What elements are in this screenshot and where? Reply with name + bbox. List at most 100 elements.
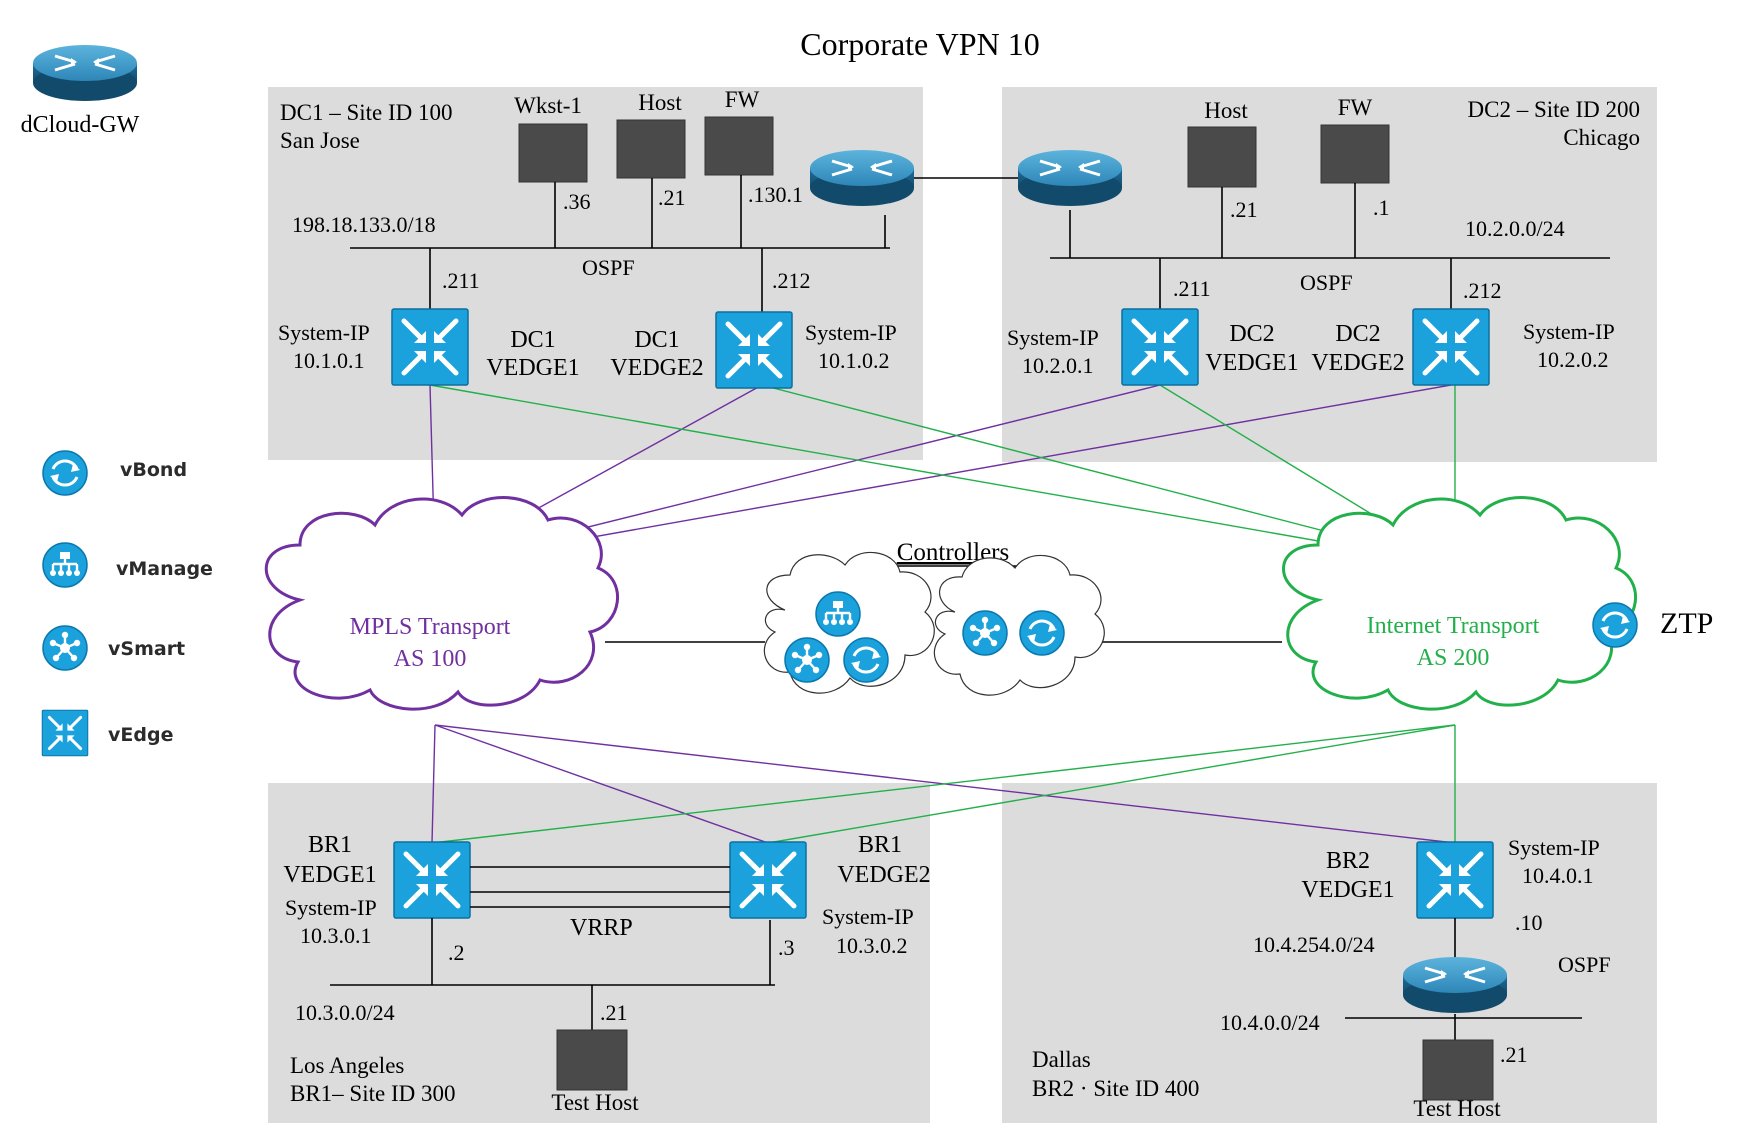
dc1-edge1-sysip: 10.1.0.1	[293, 348, 365, 373]
br1-edge1-sysip-label: System-IP	[285, 895, 377, 920]
br1-edge1-name: BR1	[308, 832, 352, 858]
dc1-edge1-model: VEDGE1	[486, 355, 579, 381]
dc2-edge1-model: VEDGE1	[1205, 350, 1298, 376]
dc1-edge2-model: VEDGE2	[610, 355, 703, 381]
dc1-vedge1-icon	[392, 309, 468, 385]
vedge-legend-icon	[40, 708, 90, 758]
dc1-edge1-lan-ip: .211	[442, 268, 480, 293]
mpls-transport-cloud	[264, 496, 620, 711]
dc2-vedge2-icon	[1413, 309, 1489, 385]
br2-transit-subnet: 10.4.254.0/24	[1253, 932, 1375, 957]
br1-test-host-icon	[556, 1029, 628, 1091]
dc2-edge1-sysip: 10.2.0.1	[1022, 353, 1094, 378]
dc1-vedge2-icon	[716, 312, 792, 388]
dc2-wan-router-icon	[1016, 148, 1124, 208]
dc2-host-icon	[1187, 126, 1257, 188]
br1-site-city: Los Angeles	[290, 1053, 404, 1078]
dc1-edge2-sysip: 10.1.0.2	[818, 348, 890, 373]
br2-site-city: Dallas	[1032, 1047, 1091, 1072]
br2-edge1-wan-ip: .10	[1515, 910, 1543, 935]
dc1-host-ip: .21	[658, 185, 686, 210]
br2-site-region	[1002, 783, 1657, 1123]
dc1-subnet: 198.18.133.0/18	[292, 212, 436, 237]
br2-host-ip: .21	[1500, 1042, 1528, 1067]
br1-protocol: VRRP	[570, 915, 633, 941]
dc1-edge1-name: DC1	[510, 327, 555, 353]
dc2-edge1-name: DC2	[1229, 321, 1274, 347]
dc2-edge1-lan-ip: .211	[1173, 276, 1211, 301]
br1-edge2-name: BR1	[858, 832, 902, 858]
dc2-edge2-name: DC2	[1335, 321, 1380, 347]
br2-protocol: OSPF	[1558, 952, 1611, 977]
br1-edge2-lan-ip: .3	[778, 935, 795, 960]
internet-transport-title: Internet Transport	[1367, 613, 1540, 639]
vmanage-legend-icon	[41, 541, 89, 589]
vbond-legend-icon	[41, 449, 89, 497]
dc1-edge2-lan-ip: .212	[772, 268, 811, 293]
controllers-cloud-right	[933, 554, 1105, 696]
br1-edge2-model: VEDGE2	[837, 862, 930, 888]
dc1-wan-router-icon	[808, 148, 916, 208]
dc1-host-label: Host	[638, 90, 682, 115]
br2-test-host-icon	[1422, 1039, 1494, 1101]
br1-site-title: BR1– Site ID 300	[290, 1081, 455, 1106]
legend-gateway-label: dCloud-GW	[21, 112, 140, 138]
dc1-wkst-label: Wkst-1	[514, 93, 582, 118]
controller-vmanage-icon	[814, 590, 862, 638]
dc1-edge2-name: DC1	[634, 327, 679, 353]
br1-edge1-sysip: 10.3.0.1	[300, 923, 372, 948]
br2-test-host-label: Test Host	[1413, 1096, 1501, 1121]
dc1-host-icon	[616, 119, 686, 179]
dc2-subnet: 10.2.0.0/24	[1465, 216, 1565, 241]
internet-transport-as: AS 200	[1417, 645, 1490, 671]
br2-edge1-sysip-label: System-IP	[1508, 835, 1600, 860]
dc2-edge2-sysip-label: System-IP	[1523, 319, 1615, 344]
br2-edge1-sysip: 10.4.0.1	[1522, 863, 1594, 888]
dc1-wkst-ip: .36	[563, 189, 591, 214]
ztp-vbond-icon	[1591, 601, 1639, 649]
br1-edge1-model: VEDGE1	[283, 862, 376, 888]
dc2-fw-label: FW	[1338, 95, 1373, 120]
mpls-transport-as: AS 100	[394, 646, 467, 672]
legend-vmanage-label: vManage	[116, 558, 213, 580]
dc1-fw-ip: .130.1	[748, 182, 803, 207]
dc1-protocol: OSPF	[582, 255, 635, 280]
controller-vbond2-icon	[1018, 609, 1066, 657]
br2-site-title: BR2 · Site ID 400	[1032, 1076, 1199, 1101]
br2-lan-router-icon	[1401, 955, 1509, 1015]
dc2-fw-icon	[1320, 124, 1390, 184]
br2-edge1-model: VEDGE1	[1301, 877, 1394, 903]
dc1-fw-label: FW	[725, 87, 760, 112]
ztp-label: ZTP	[1660, 607, 1713, 640]
dc2-edge2-sysip: 10.2.0.2	[1537, 347, 1609, 372]
dc2-edge2-model: VEDGE2	[1311, 350, 1404, 376]
dc1-edge1-sysip-label: System-IP	[278, 320, 370, 345]
diagram-title: Corporate VPN 10	[800, 26, 1039, 62]
dc2-fw-ip: .1	[1373, 195, 1390, 220]
dc1-site-title: DC1 – Site ID 100	[280, 100, 453, 125]
internet-transport-cloud	[1282, 496, 1638, 711]
dc1-edge2-sysip-label: System-IP	[805, 320, 897, 345]
legend-vedge-label: vEdge	[108, 724, 173, 746]
vsmart-legend-icon	[41, 624, 89, 672]
br2-vedge1-icon	[1417, 842, 1493, 918]
controller-vsmart-icon	[783, 636, 831, 684]
legend-vbond-label: vBond	[120, 459, 187, 481]
dc2-site-title: DC2 – Site ID 200	[1468, 97, 1641, 122]
br1-edge1-lan-ip: .2	[448, 940, 465, 965]
br1-edge2-sysip: 10.3.0.2	[836, 933, 908, 958]
br1-test-host-label: Test Host	[551, 1090, 639, 1115]
dc2-edge2-lan-ip: .212	[1463, 278, 1502, 303]
dc2-host-ip: .21	[1230, 197, 1258, 222]
dc1-fw-icon	[704, 116, 774, 176]
br1-edge2-sysip-label: System-IP	[822, 904, 914, 929]
dc2-edge1-sysip-label: System-IP	[1007, 325, 1099, 350]
legend-vsmart-label: vSmart	[108, 638, 185, 660]
dc1-site-city: San Jose	[280, 128, 360, 153]
controller-vsmart2-icon	[961, 609, 1009, 657]
controller-vbond-icon	[842, 636, 890, 684]
br2-edge1-name: BR2	[1326, 848, 1370, 874]
dc1-wkst-icon	[518, 123, 588, 183]
mpls-transport-title: MPLS Transport	[350, 614, 511, 640]
